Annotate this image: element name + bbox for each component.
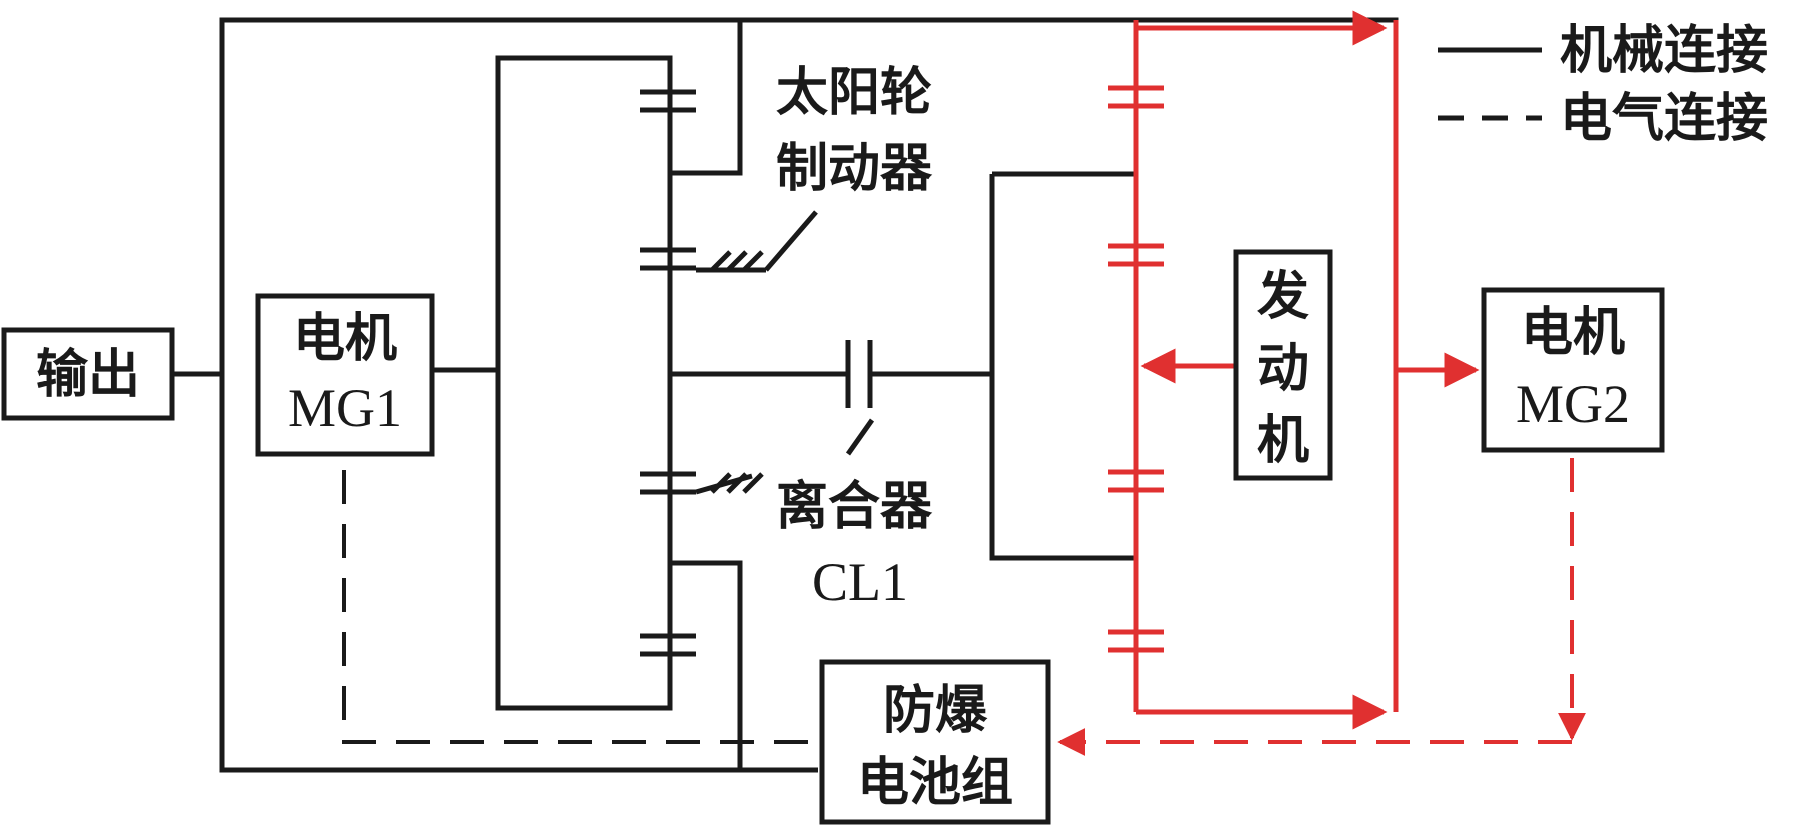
lower-arm xyxy=(670,560,743,770)
engine-label-1: 发 xyxy=(1257,267,1309,327)
power-flow-highlight xyxy=(1108,10,1480,730)
engine-label-2: 动 xyxy=(1257,339,1309,399)
legend-electrical-label: 电气连接 xyxy=(1560,89,1768,149)
battery-label-2: 电池组 xyxy=(857,753,1013,813)
mg1-label-cn: 电机 xyxy=(293,309,397,369)
legend-mechanical-label: 机械连接 xyxy=(1560,21,1768,81)
mg2-label-cn: 电机 xyxy=(1521,303,1625,363)
sun-brake-arm xyxy=(670,20,743,176)
mg1-battery-link xyxy=(342,470,818,744)
clutch-label-2: CL1 xyxy=(812,552,908,612)
planet-carrier xyxy=(495,55,673,711)
engine-carrier xyxy=(989,171,1136,561)
sun-brake-label-2: 制动器 xyxy=(776,139,933,199)
mg1-label-code: MG1 xyxy=(288,378,402,438)
right-gear-set xyxy=(1108,85,1164,653)
clutch-label-1: 离合器 xyxy=(776,477,933,537)
sun-brake-symbol xyxy=(696,210,818,273)
engine-label-3: 机 xyxy=(1257,411,1309,471)
clutch-actuator xyxy=(845,418,875,456)
sun-brake-label-1: 太阳轮 xyxy=(776,63,932,123)
legend: 机械连接 电气连接 xyxy=(1438,21,1768,149)
output-frame-bottom xyxy=(219,374,818,773)
battery-block: 防爆 电池组 xyxy=(819,659,1051,825)
engine-block: 发 动 机 xyxy=(1233,249,1333,481)
mg1-block: 电机 MG1 xyxy=(255,293,435,457)
mg2-label-code: MG2 xyxy=(1516,374,1630,434)
electrical-links xyxy=(342,458,1586,756)
clutch-hatch-symbol xyxy=(695,472,764,495)
left-gear-set xyxy=(640,89,696,657)
mg2-block: 电机 MG2 xyxy=(1481,287,1665,453)
output-label: 输出 xyxy=(36,345,140,405)
output-block: 输出 xyxy=(1,327,175,421)
battery-label-1: 防爆 xyxy=(883,681,988,741)
